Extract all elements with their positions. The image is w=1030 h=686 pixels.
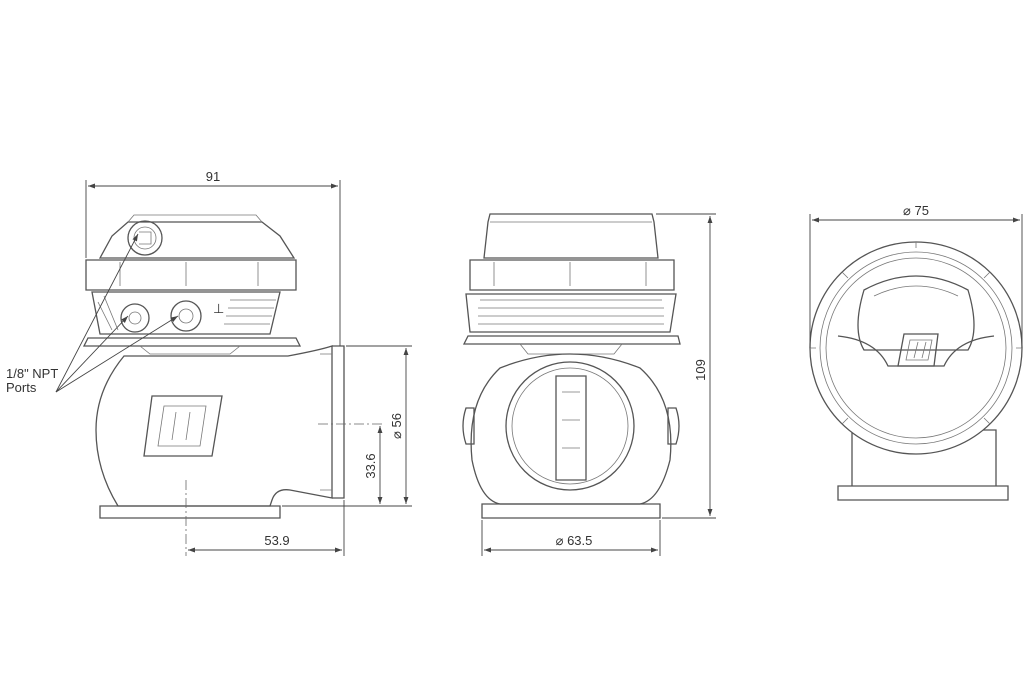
dim-height-109: 109 — [656, 213, 716, 519]
dim-53-9-label: 53.9 — [264, 533, 289, 548]
dim-33-6-label: 33.6 — [363, 453, 378, 478]
dim-91-label: 91 — [206, 169, 220, 184]
dim-diameter-63-5: ⌀ 63.5 — [481, 520, 661, 556]
dim-56-label: ⌀ 56 — [389, 413, 404, 439]
callout-line-1: 1/8" NPT — [6, 366, 58, 381]
dim-109-label: 109 — [693, 359, 708, 381]
dim-75-label: ⌀ 75 — [903, 203, 929, 218]
front-view — [462, 213, 681, 519]
dim-height-33-6: 33.6 — [363, 426, 383, 504]
dim-height-56: ⌀ 56 — [282, 345, 412, 507]
dim-width-91: 91 — [85, 169, 341, 346]
top-view — [809, 241, 1023, 501]
side-view: ⊥ — [82, 214, 384, 556]
dim-63-5-label: ⌀ 63.5 — [556, 533, 593, 548]
dim-diameter-75: ⌀ 75 — [809, 203, 1023, 348]
callout-line-2: Ports — [6, 380, 37, 395]
pressure-mark: ⊥ — [213, 301, 224, 316]
brand-logo-side — [143, 395, 223, 457]
dim-width-53-9: 53.9 — [188, 500, 345, 556]
brand-logo-top — [897, 333, 939, 367]
npt-ports-callout: 1/8" NPT Ports — [6, 233, 179, 395]
